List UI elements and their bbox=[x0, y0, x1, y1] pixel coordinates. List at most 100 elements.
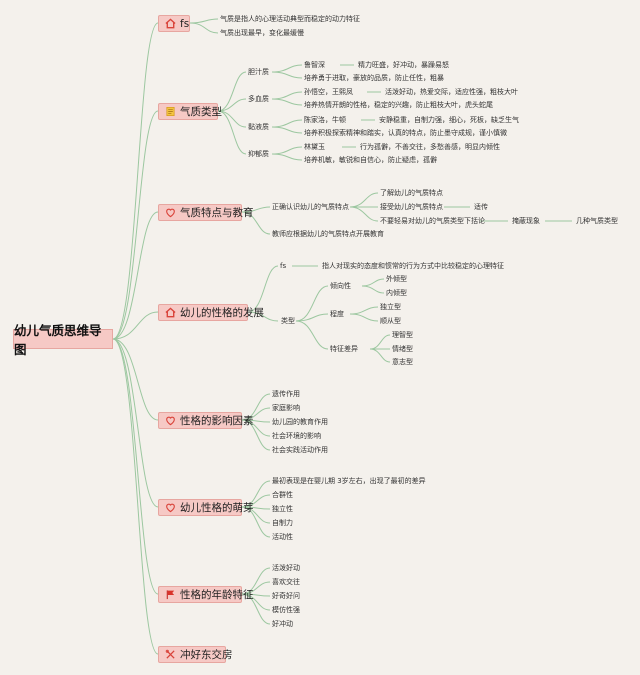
group-item: 理智型 bbox=[392, 331, 413, 339]
heart-icon bbox=[165, 206, 176, 219]
type-education: 培养勇于进取，豪放的品质，防止任性，粗暴 bbox=[304, 74, 444, 82]
type-education: 培养热情开朗的性格，稳定的兴趣，防止粗枝大叶，虎头蛇尾 bbox=[304, 101, 493, 109]
sprout-item: 最初表现是在婴儿期 3岁左右，出现了最初的差异 bbox=[272, 477, 426, 485]
branch-label: fs bbox=[180, 17, 190, 30]
type-education: 培养机敏，敏锐和自信心，防止疑虑，孤僻 bbox=[304, 156, 437, 164]
connector bbox=[295, 320, 329, 350]
connector bbox=[241, 506, 271, 538]
branch-temperament-types[interactable]: 气质类型 bbox=[158, 103, 222, 120]
influence-item: 家庭影响 bbox=[272, 404, 300, 412]
connector bbox=[295, 285, 329, 322]
connector bbox=[361, 278, 385, 287]
group-item: 内倾型 bbox=[386, 289, 407, 297]
branch-fs[interactable]: fs bbox=[158, 15, 190, 32]
type-description: 安静稳重，自制力强，细心，死板，缺乏生气 bbox=[379, 116, 519, 124]
connector bbox=[189, 22, 219, 34]
traits-four-types: 几种气质类型 bbox=[576, 217, 618, 225]
connector bbox=[241, 480, 271, 508]
type-name: 黏液质 bbox=[248, 123, 269, 131]
personality-types-label: 类型 bbox=[281, 317, 295, 325]
influence-item: 社会实践活动作用 bbox=[272, 446, 328, 454]
connector bbox=[241, 206, 271, 213]
connector bbox=[112, 110, 159, 340]
connector bbox=[241, 593, 271, 625]
connector bbox=[217, 110, 247, 128]
flag-icon bbox=[165, 588, 176, 601]
connector bbox=[112, 311, 159, 340]
type-representative: 鲁智深 bbox=[304, 61, 325, 69]
group-name: 程度 bbox=[330, 310, 344, 318]
type-representative: 林黛玉 bbox=[304, 143, 325, 151]
branch-influence-factors[interactable]: 性格的影响因素 bbox=[158, 412, 254, 429]
group-item: 意志型 bbox=[392, 358, 413, 366]
connector bbox=[112, 22, 159, 340]
traits-not-label: 不要轻易对幼儿的气质类型下括论 bbox=[380, 217, 485, 225]
branch-last[interactable]: 冲好东交房 bbox=[158, 646, 233, 663]
type-representative: 孙悟空，王熙凤 bbox=[304, 88, 353, 96]
connector bbox=[349, 306, 379, 315]
group-name: 特征差异 bbox=[330, 345, 358, 353]
connector bbox=[241, 393, 271, 421]
traits-adapt: 适传 bbox=[474, 203, 488, 211]
connector bbox=[247, 265, 279, 313]
type-representative: 陈家洛，牛顿 bbox=[304, 116, 346, 124]
influence-item: 幼儿园的教育作用 bbox=[272, 418, 328, 426]
connector bbox=[369, 334, 391, 350]
traits-accept: 接受幼儿的气质特点 bbox=[380, 203, 443, 211]
connector bbox=[241, 211, 271, 235]
type-description: 行为孤僻，不善交往，多愁善感，明显内倾性 bbox=[360, 143, 500, 151]
group-item: 外倾型 bbox=[386, 275, 407, 283]
connector bbox=[369, 348, 391, 363]
connector bbox=[241, 419, 271, 451]
home-icon bbox=[165, 17, 176, 30]
type-description: 活泼好动，热爱交际，适应性强，粗枝大叶 bbox=[385, 88, 518, 96]
connector bbox=[241, 567, 271, 595]
heart-icon bbox=[165, 501, 176, 514]
branch-label: 气质类型 bbox=[180, 106, 222, 118]
branch-age-traits[interactable]: 性格的年龄特征 bbox=[158, 586, 254, 603]
connector bbox=[217, 98, 247, 112]
traits-correct: 正确认识幼儿的气质特点 bbox=[272, 203, 349, 211]
connector bbox=[271, 153, 303, 161]
connector bbox=[295, 313, 329, 322]
connector bbox=[112, 338, 159, 655]
age-item: 模仿性强 bbox=[272, 606, 300, 614]
age-item: 好奇好问 bbox=[272, 592, 300, 600]
branch-personality-development[interactable]: 幼儿的性格的发展 bbox=[158, 304, 264, 321]
fs-item: 气质出现最早，变化最缓慢 bbox=[220, 29, 304, 37]
branch-label: 气质特点与教育 bbox=[180, 207, 254, 219]
group-item: 情绪型 bbox=[392, 345, 413, 353]
traits-understand: 了解幼儿的气质特点 bbox=[380, 189, 443, 197]
connector bbox=[349, 206, 379, 222]
connector bbox=[112, 211, 159, 340]
connector bbox=[112, 338, 159, 595]
type-name: 抑郁质 bbox=[248, 150, 269, 158]
age-item: 好冲动 bbox=[272, 620, 293, 628]
personality-definition: 指人对现实的态度和惯常的行为方式中比较稳定的心理特征 bbox=[322, 262, 504, 270]
type-education: 培养积极探索精神和踏实，认真的特点，防止墨守成规，谨小慎微 bbox=[304, 129, 507, 137]
sprout-item: 自制力 bbox=[272, 519, 293, 527]
connector bbox=[271, 91, 303, 100]
type-description: 精力旺盛，好冲动，暴躁易怒 bbox=[358, 61, 449, 69]
tools-icon bbox=[165, 648, 176, 661]
branch-label: 性格的年龄特征 bbox=[180, 589, 254, 601]
connector bbox=[189, 18, 219, 24]
type-name: 胆汁质 bbox=[248, 68, 269, 76]
sprout-item: 合群性 bbox=[272, 491, 293, 499]
sprout-item: 活动性 bbox=[272, 533, 293, 541]
connector bbox=[271, 119, 303, 128]
influence-item: 遗传作用 bbox=[272, 390, 300, 398]
home-icon bbox=[165, 306, 176, 319]
connector bbox=[112, 338, 159, 421]
branch-label: 性格的影响因素 bbox=[180, 415, 254, 427]
root-label: 幼儿气质思维导图 bbox=[14, 323, 102, 357]
group-item: 顺从型 bbox=[380, 317, 401, 325]
branch-label: 幼儿的性格的发展 bbox=[180, 307, 264, 319]
root-node[interactable]: 幼儿气质思维导图 bbox=[13, 323, 113, 357]
connector bbox=[217, 110, 247, 155]
branch-traits-education[interactable]: 气质特点与教育 bbox=[158, 204, 254, 221]
group-name: 倾向性 bbox=[330, 282, 351, 290]
type-name: 多血质 bbox=[248, 95, 269, 103]
branch-personality-sprout[interactable]: 幼儿性格的萌芽 bbox=[158, 499, 254, 516]
